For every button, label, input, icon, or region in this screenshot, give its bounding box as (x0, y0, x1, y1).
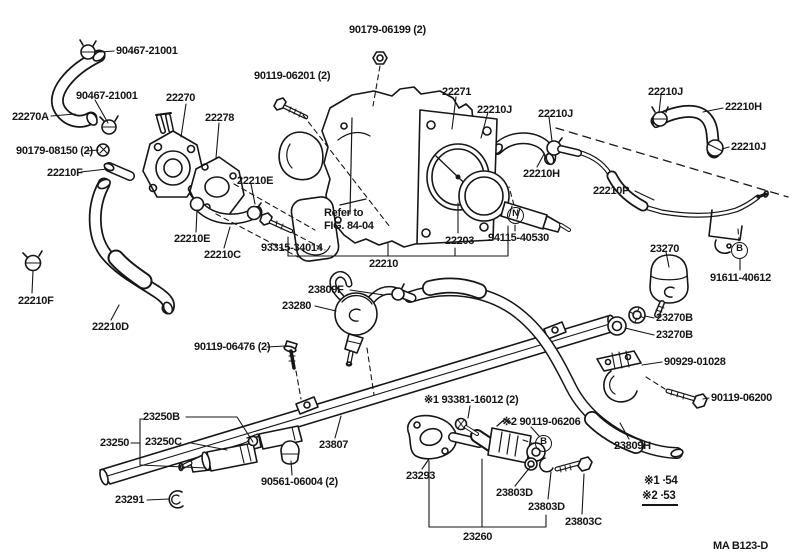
dashed-leader-lines (215, 65, 740, 444)
circled-letter-n: N (507, 207, 524, 224)
grommet-90561-drawing (280, 440, 300, 465)
injector-23250-drawing (168, 425, 303, 509)
part-label-23803d-b: 23803D (528, 501, 565, 513)
part-label-23250b: 23250B (143, 411, 180, 423)
part-label-90467-21001-b: 90467-21001 (76, 90, 138, 102)
leader-lines (31, 50, 741, 528)
cold-start-injector-23260-drawing (406, 414, 593, 473)
part-label-22210: 22210 (369, 258, 399, 270)
part-label-23809h: 23809H (614, 440, 651, 452)
part-label-22203: 22203 (445, 235, 475, 247)
part-label-22210f-b: 22210F (18, 295, 54, 307)
circled-letter-b-right: B (731, 242, 748, 259)
part-label-22210j-a: 22210J (477, 104, 512, 116)
part-label-90929-01028: 90929-01028 (664, 356, 726, 368)
part-label-22210c: 22210C (204, 249, 241, 261)
part-label-90119-06200: 90119-06200 (711, 392, 772, 404)
part-label-93315-34014: 93315-34014 (261, 242, 323, 254)
hose-22210h-topright-drawing (650, 104, 724, 159)
part-label-22210p: 22210P (593, 185, 630, 197)
part-label-22210j-c: 22210J (648, 86, 683, 98)
bolt-90119-06201-drawing (273, 97, 309, 120)
return-hose-23809h-drawing (404, 277, 684, 459)
part-label-22210h-b: 22210H (725, 101, 762, 113)
fuel-damper-23270-drawing (607, 254, 689, 336)
part-label-91611-40612: 91611-40612 (710, 272, 771, 284)
part-label-23250c: 23250C (145, 436, 182, 448)
part-label-23291: 23291 (115, 494, 145, 506)
part-label-90467-21001-a: 90467-21001 (116, 45, 178, 57)
bolt-90119-06200-drawing (665, 388, 708, 409)
part-label-90179-06199: 90179-06199 (2) (349, 24, 426, 36)
part-label-23270b-b: 23270B (656, 329, 693, 341)
part-label-90119-06476: 90119-06476 (2) (194, 341, 271, 353)
part-label-23270: 23270 (650, 243, 680, 255)
part-label-22210e-a: 22210E (237, 175, 274, 187)
bolt-90119-06476-drawing (283, 340, 298, 370)
part-label-22210e-b: 22210E (174, 233, 211, 245)
part-label-22210h-a: 22210H (523, 168, 560, 180)
insulator-23291-drawing (168, 490, 184, 509)
pressure-regulator-23280-drawing (329, 270, 417, 367)
part-label-90119-06201: 90119-06201 (2) (254, 70, 331, 82)
fuel-delivery-pipe-23807-drawing (99, 314, 619, 486)
nut-90179-06199-drawing (372, 51, 388, 65)
circled-letter-b-bottom: B (535, 435, 552, 452)
figure-code: MA B123-D (713, 540, 768, 552)
part-label-22210j-b: 22210J (538, 108, 573, 120)
hose-22210d-drawing (22, 177, 175, 315)
part-label-23809f: 23809F (308, 284, 344, 296)
part-label-22270: 22270 (166, 92, 196, 104)
bolt-93315-34014-drawing (259, 212, 294, 234)
sensor-22203-drawing (458, 170, 510, 222)
part-label-23807: 23807 (319, 439, 349, 451)
part-label-23260: 23260 (463, 531, 493, 543)
part-label-90119-06206: ※2 90119-06206 (502, 416, 581, 428)
note-line-1: ※1 ∙54 (644, 475, 678, 487)
bracket-90929-01028-drawing (596, 350, 642, 403)
alignment-dashed-line (555, 127, 789, 198)
part-label-23280: 23280 (282, 300, 312, 312)
part-label-93381-16012: ※1 93381-16012 (2) (424, 394, 519, 406)
part-label-23293: 23293 (406, 470, 436, 482)
part-label-90179-08150: 90179-08150 (2) (16, 145, 93, 157)
part-label-23803d-a: 23803D (496, 487, 533, 499)
note-line-2: ※2 ∙53 (642, 490, 679, 506)
part-label-22271: 22271 (442, 86, 472, 98)
part-label-90561-06004: 90561-06004 (2) (261, 476, 338, 488)
part-label-23803c: 23803C (565, 516, 602, 528)
part-label-94115-40530: 94115-40530 (488, 232, 549, 244)
part-label-22278: 22278 (205, 112, 235, 124)
part-label-22270a: 22270A (12, 111, 49, 123)
part-label-22210j-d: 22210J (731, 141, 766, 153)
clamp-90179-08150-drawing (96, 143, 110, 157)
air-valve-22270-drawing (142, 112, 204, 198)
diaphragm-cover-drawing (278, 131, 324, 181)
throttle-body-22210-drawing (278, 51, 571, 262)
fuel-pipe-22210p-drawing (575, 149, 769, 255)
hose-22270a-drawing (50, 39, 119, 135)
part-label-23270b-a: 23270B (656, 312, 693, 324)
part-label-22210d: 22210D (92, 321, 129, 333)
part-label-23250: 23250 (100, 437, 130, 449)
refer-note: Refer to FIG. 84-04 (324, 207, 374, 232)
part-label-22210f-a: 22210F (47, 167, 83, 179)
